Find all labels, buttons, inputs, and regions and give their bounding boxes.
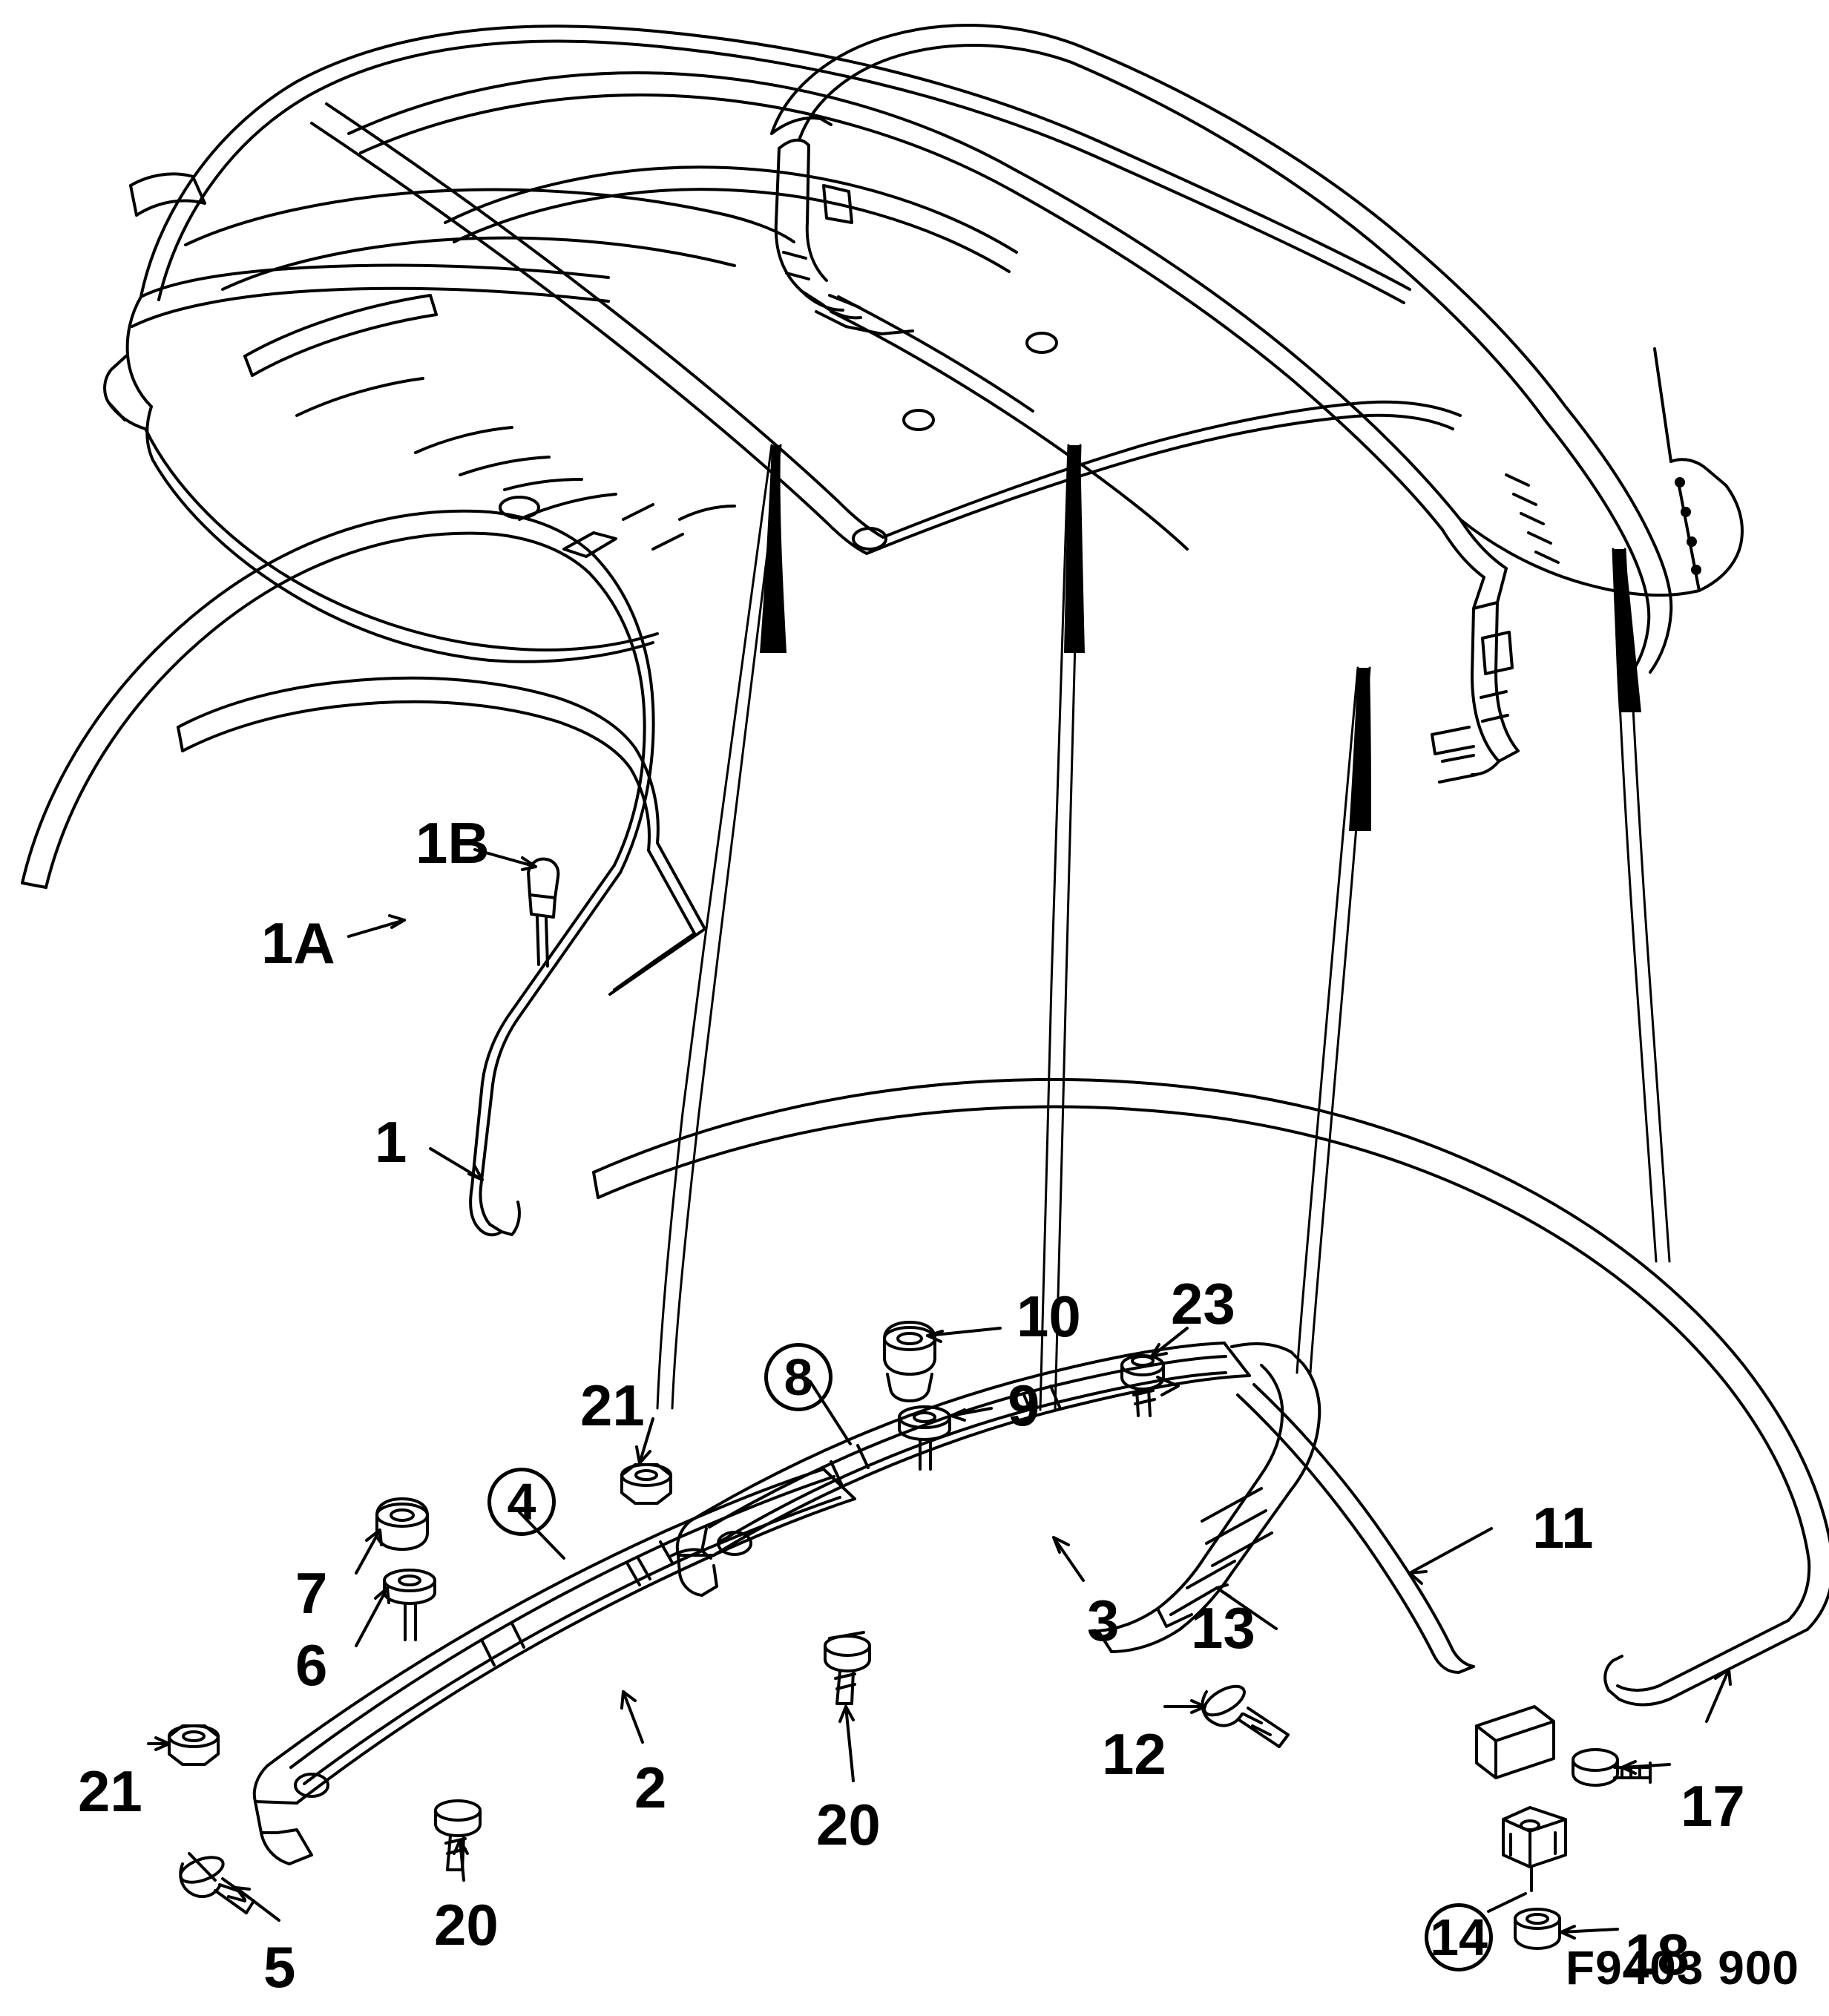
part-3-10-upper-rail (675, 1342, 1251, 1597)
fastener-9-bush (375, 1497, 429, 1551)
callout-10-circled: 8 (764, 1343, 833, 1411)
part-17-bracket (1475, 1705, 1567, 1892)
part-5-weatherstrip (592, 1077, 1829, 1723)
part-2-6-lower-rail (252, 1468, 856, 1865)
callout-9: 7 (295, 1560, 328, 1626)
fastener-12-bush (883, 1321, 936, 1402)
callout-17-circled: 14 (1425, 1903, 1493, 1971)
fastener-7-screw (179, 1852, 255, 1914)
part-4-14-corner-bracket (1052, 1342, 1493, 1674)
fastener-11-washer (898, 1405, 951, 1471)
callout-8: 6 (295, 1632, 328, 1698)
callout-3: 3 (1087, 1588, 1120, 1653)
callout-20-upper: 20 (816, 1792, 881, 1857)
callout-21-lower: 21 (78, 1759, 142, 1824)
fastener-20-screw-lower (434, 1799, 482, 1871)
fastener-13-screw (1201, 1684, 1290, 1748)
part-1-header-seal (21, 509, 706, 1237)
callout-12: 10 (1017, 1284, 1081, 1349)
callout-18: 17 (1681, 1773, 1745, 1839)
callout-19: 18 (1625, 1922, 1690, 1987)
fastener-19-grommet (1514, 1908, 1561, 1950)
callout-7: 5 (263, 1934, 296, 2000)
fastener-23-screw (1120, 1354, 1180, 1417)
callout-20-lower: 20 (434, 1892, 499, 1957)
callout-14: 13 (1191, 1595, 1255, 1661)
callout-1B: 1B (416, 810, 490, 876)
callout-23: 23 (1171, 1271, 1235, 1336)
callout-13: 12 (1102, 1721, 1166, 1787)
callout-6-circled: 4 (487, 1468, 556, 1536)
callout-11: 9 (1008, 1373, 1040, 1438)
fastener-8-washer (383, 1569, 436, 1641)
callout-1: 1 (375, 1109, 407, 1175)
soft-top-frame-assembly (103, 24, 1744, 784)
callout-4: 11 (1532, 1495, 1594, 1560)
callout-1A: 1A (261, 910, 335, 976)
assembly-guide-lines (656, 444, 1671, 1411)
callout-2: 2 (634, 1755, 667, 1820)
fastener-21-nut-lower (168, 1724, 220, 1766)
document-number: F9403 900 (1565, 1941, 1799, 1994)
callout-21-upper: 21 (580, 1373, 645, 1438)
fastener-20-screw-upper (824, 1631, 871, 1705)
fastener-21-nut-upper (620, 1463, 672, 1505)
leader-lines (147, 1327, 1671, 1940)
